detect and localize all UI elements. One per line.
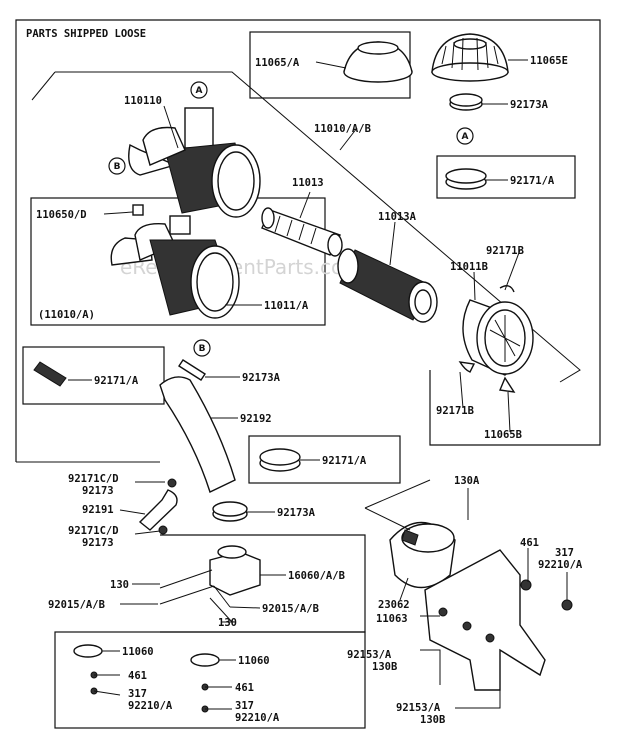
label-110110: 110110 [124, 95, 162, 107]
label-92171cd-2: 92171C/D [68, 525, 119, 537]
svg-text:B: B [199, 344, 206, 354]
label-11011b: 11011B [450, 261, 488, 273]
clamp-92171a-mid-drawing [259, 448, 301, 472]
label-92210-right: 92210/A [538, 559, 583, 571]
label-317-left: 317 [128, 688, 147, 700]
label-92153-2: 92153/A [396, 702, 441, 714]
box-92171a-mid [248, 435, 401, 484]
label-317-right: 317 [555, 547, 574, 559]
label-92173a-mid: 92173A [277, 507, 316, 519]
filter-11013-drawing [261, 207, 343, 257]
air-cleaner-110110-drawing [128, 107, 261, 218]
housing-11011b-drawing [458, 285, 534, 393]
hose-92191-drawing [138, 478, 178, 535]
assembly-line-left [31, 71, 56, 101]
callout-a-top: A [190, 81, 208, 99]
label-461-left: 461 [128, 670, 147, 682]
label-92173a-hose: 92173A [242, 372, 281, 384]
clamp-92173a-top-drawing [449, 93, 483, 111]
label-11060-left: 11060 [122, 646, 154, 658]
label-130b-1: 130B [372, 661, 397, 673]
label-130a: 130A [454, 475, 480, 487]
label-11010a: (11010/A) [38, 309, 95, 321]
guard-23062-drawing [389, 521, 456, 589]
label-130-bot: 130 [218, 617, 237, 629]
label-11013a: 11013A [378, 211, 417, 223]
label-92173-1: 92173 [82, 485, 114, 497]
label-92153-1: 92153/A [347, 649, 392, 661]
label-461-mid: 461 [235, 682, 254, 694]
svg-text:B: B [114, 162, 121, 172]
label-130-left: 130 [110, 579, 129, 591]
label-16060: 16060/A/B [288, 570, 345, 582]
box-11060 [54, 631, 366, 729]
label-92173-2: 92173 [82, 537, 114, 549]
part-labels: 11065/A 11065E 92173A 92171/A 110110 110… [36, 55, 583, 726]
label-92210-mid: 92210/A [235, 712, 280, 724]
svg-text:A: A [462, 132, 469, 142]
box-92171a-top [436, 155, 576, 199]
label-92191: 92191 [82, 504, 114, 516]
label-92171cd-1: 92171C/D [68, 473, 119, 485]
label-92171a-top: 92171/A [510, 175, 555, 187]
label-317-mid: 317 [235, 700, 254, 712]
label-11065a: 11065/A [255, 57, 300, 69]
adapter-16060-drawing [159, 545, 261, 623]
label-92015-right: 92015/A/B [262, 603, 319, 615]
label-92171a-hose: 92171/A [94, 375, 139, 387]
assembly-line [55, 71, 581, 383]
callout-b-left: B [108, 157, 126, 175]
filter-11013a-drawing [337, 248, 438, 323]
box-92171a-hose [22, 346, 165, 405]
label-11065e: 11065E [530, 55, 568, 67]
label-110650d: 110650/D [36, 209, 87, 221]
air-cleaner-11010a-drawing [110, 204, 240, 319]
bracket-11063-drawing [424, 549, 573, 691]
label-11011a: 11011/A [264, 300, 309, 312]
label-11010ab: 11010/A/B [314, 123, 371, 135]
label-11065b: 11065B [484, 429, 522, 441]
label-11063: 11063 [376, 613, 408, 625]
label-92171a-mid: 92171/A [322, 455, 367, 467]
label-23062: 23062 [378, 599, 410, 611]
leader-lines [68, 59, 568, 710]
box-16060 [160, 534, 366, 633]
clamp-92173a-mid-drawing [212, 501, 248, 522]
svg-text:A: A [196, 86, 203, 96]
label-92171b-top: 92171B [486, 245, 524, 257]
cap-11065e-drawing [431, 33, 509, 82]
label-461-right: 461 [520, 537, 539, 549]
label-11013: 11013 [292, 177, 324, 189]
outer-frame [15, 19, 601, 462]
gasket-11060-right-drawing [190, 653, 220, 713]
spring-92171a-drawing [33, 361, 67, 387]
callout-b-hose: B [193, 339, 211, 357]
gasket-11060-left-drawing [73, 644, 103, 695]
label-92192: 92192 [240, 413, 272, 425]
label-92210-left: 92210/A [128, 700, 173, 712]
hose-92192-drawing [159, 376, 236, 493]
label-92171b-bot: 92171B [436, 405, 474, 417]
clamp-92173a-hose-drawing [178, 359, 206, 381]
label-130b-2: 130B [420, 714, 445, 726]
label-92015-left: 92015/A/B [48, 599, 105, 611]
clamp-92171a-top-drawing [445, 168, 487, 190]
label-92173a-top: 92173A [510, 99, 549, 111]
label-11060-right: 11060 [238, 655, 270, 667]
header-text: PARTS SHIPPED LOOSE [26, 28, 146, 40]
cap-11065a-drawing [343, 41, 413, 83]
callout-a-right: A [456, 127, 474, 145]
